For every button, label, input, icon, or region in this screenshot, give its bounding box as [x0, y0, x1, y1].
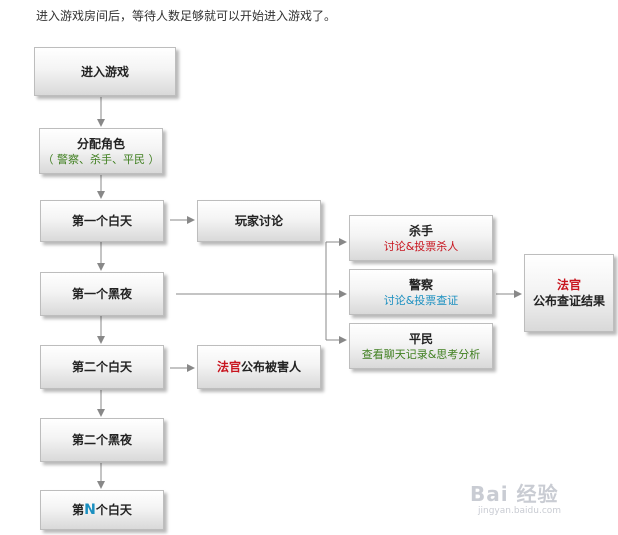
node-killer-action: 讨论&投票杀人 [383, 239, 459, 253]
node-day1-label: 第一个白天 [71, 214, 132, 228]
node-night1: 第一个黑夜 [40, 272, 164, 316]
node-judge-result-action: 公布查证结果 [532, 294, 605, 308]
node-discussion-label: 玩家讨论 [234, 214, 283, 228]
node-dayN-label: 第N个白天 [72, 502, 132, 518]
dayN-suffix: 个白天 [95, 503, 132, 517]
node-police-action: 讨论&投票查证 [383, 293, 459, 307]
node-enter-game: 进入游戏 [34, 47, 176, 96]
node-killer-title: 杀手 [408, 223, 433, 238]
dayN-n: N [84, 502, 96, 518]
dayN-prefix: 第 [72, 503, 85, 517]
node-day1: 第一个白天 [40, 200, 164, 242]
node-judge-announce-victim: 法官公布被害人 [197, 345, 321, 389]
node-assign-roles: 分配角色 （ 警察、杀手、平民 ） [39, 128, 163, 174]
announce-victim-text: 公布被害人 [241, 360, 302, 374]
node-assign-roles-title: 分配角色 [76, 136, 125, 151]
node-night2-label: 第二个黑夜 [71, 433, 132, 447]
node-judge-announce-victim-label: 法官公布被害人 [217, 359, 301, 375]
watermark-brand: Bai 经验 [470, 482, 559, 506]
node-police-title: 警察 [408, 277, 433, 292]
node-killer: 杀手 讨论&投票杀人 [349, 215, 493, 261]
node-dayN: 第N个白天 [40, 490, 164, 530]
node-night2: 第二个黑夜 [40, 418, 164, 462]
node-day2-label: 第二个白天 [71, 360, 132, 374]
watermark-url: jingyan.baidu.com [478, 506, 562, 516]
node-civilian-title: 平民 [408, 331, 433, 346]
node-civilian: 平民 查看聊天记录&思考分析 [349, 323, 493, 369]
node-day2: 第二个白天 [40, 345, 164, 389]
node-police: 警察 讨论&投票查证 [349, 269, 493, 315]
intro-text: 进入游戏房间后，等待人数足够就可以开始进入游戏了。 [36, 9, 337, 23]
judge-word: 法官 [216, 360, 241, 374]
node-night1-label: 第一个黑夜 [71, 287, 132, 301]
node-civilian-action: 查看聊天记录&思考分析 [361, 347, 481, 361]
node-assign-roles-list: （ 警察、杀手、平民 ） [42, 152, 160, 166]
node-enter-game-label: 进入游戏 [80, 64, 129, 79]
node-discussion: 玩家讨论 [197, 200, 321, 242]
node-judge-result: 法官 公布查证结果 [524, 254, 614, 332]
node-judge-result-title: 法官 [556, 278, 581, 292]
